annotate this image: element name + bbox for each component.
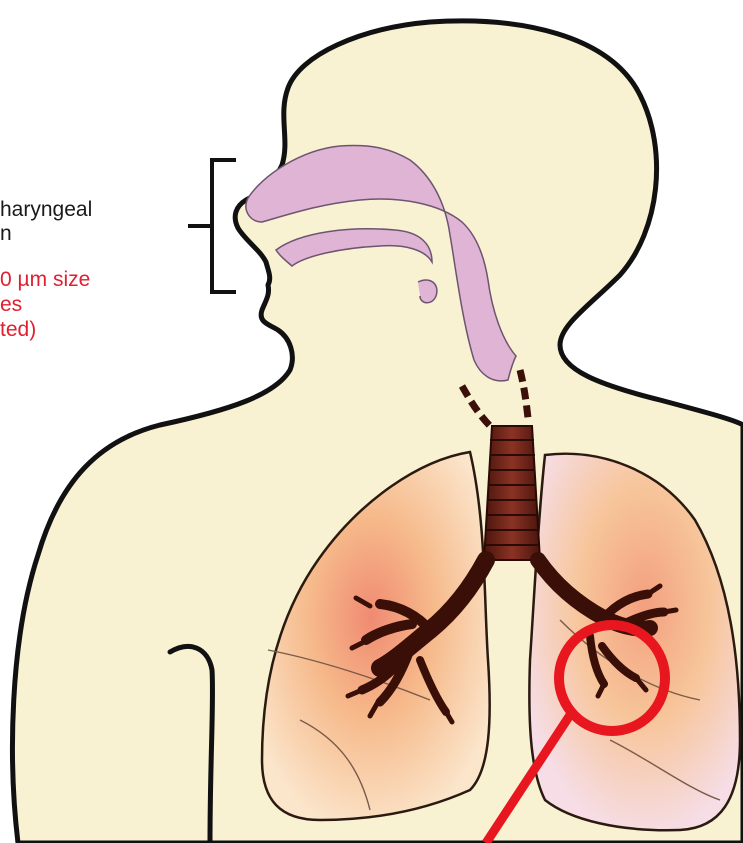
particle-label-line3: ted) (0, 318, 36, 342)
region-label-line2: n (0, 222, 12, 246)
epiglottis (418, 280, 437, 303)
particle-label-line2: es (0, 293, 22, 317)
particle-label-line1: 0 µm size (0, 268, 90, 292)
region-label-line1: haryngeal (0, 198, 92, 222)
trachea (484, 426, 540, 560)
region-bracket (188, 160, 236, 292)
